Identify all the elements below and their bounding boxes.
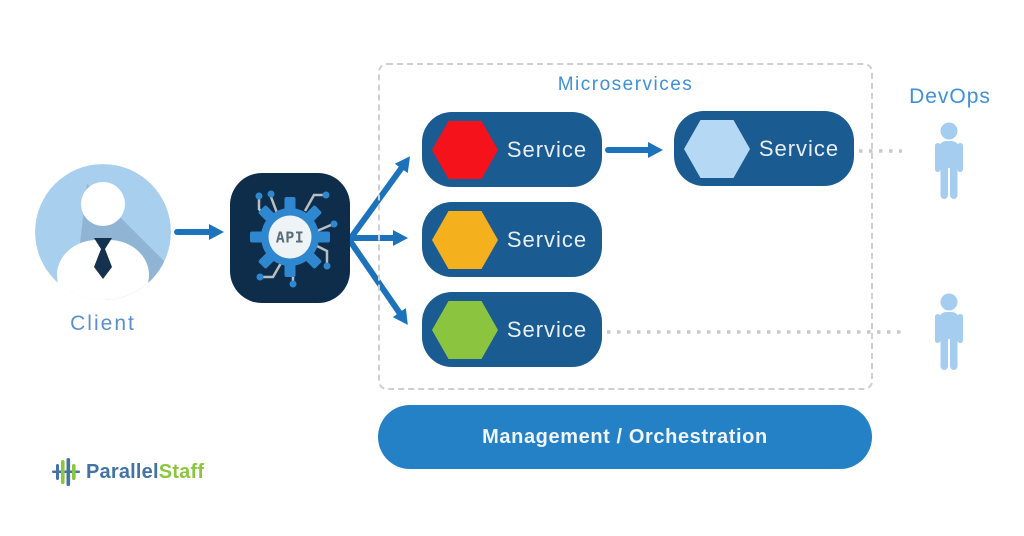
management-orchestration-bar: Management / Orchestration bbox=[378, 405, 872, 469]
client-avatar bbox=[35, 164, 171, 300]
devops-person-icon bbox=[935, 122, 963, 199]
microservices-title: Microservices bbox=[557, 74, 694, 95]
api-gear: API bbox=[250, 197, 330, 277]
management-label: Management / Orchestration bbox=[482, 425, 768, 448]
service-node-yellow: Service bbox=[422, 202, 602, 277]
yellow-hexagon-icon bbox=[432, 210, 498, 269]
devops-title: DevOps bbox=[909, 85, 991, 108]
avatar-tie bbox=[94, 238, 112, 279]
logo-staff: Staff bbox=[158, 460, 205, 483]
service-node-green: Service bbox=[422, 292, 602, 367]
service-label: Service bbox=[758, 135, 840, 161]
avatar-head bbox=[81, 182, 125, 226]
devops-person-icon bbox=[935, 293, 963, 370]
circuit-dots bbox=[255, 190, 338, 288]
service-label: Service bbox=[506, 226, 588, 252]
service-label: Service bbox=[506, 316, 588, 342]
service-node-lightblue: Service bbox=[674, 111, 854, 186]
api-gateway: API bbox=[230, 173, 350, 303]
service-node-red: Service bbox=[422, 112, 602, 187]
green-hexagon-icon bbox=[432, 300, 498, 359]
logo-parallel: Parallel bbox=[86, 460, 159, 483]
red-hexagon-icon bbox=[432, 120, 498, 179]
api-icon: API bbox=[250, 190, 338, 288]
parallelstaff-logo-text: ParallelStaff bbox=[86, 461, 204, 484]
lightblue-hexagon-icon bbox=[684, 119, 750, 178]
service-label: Service bbox=[506, 136, 588, 162]
parallelstaff-logo: ParallelStaff bbox=[52, 456, 204, 488]
parallelstaff-logo-icon bbox=[52, 458, 80, 486]
api-label: API bbox=[276, 229, 305, 247]
client-label: Client bbox=[70, 312, 136, 335]
microservices-container bbox=[378, 63, 873, 390]
